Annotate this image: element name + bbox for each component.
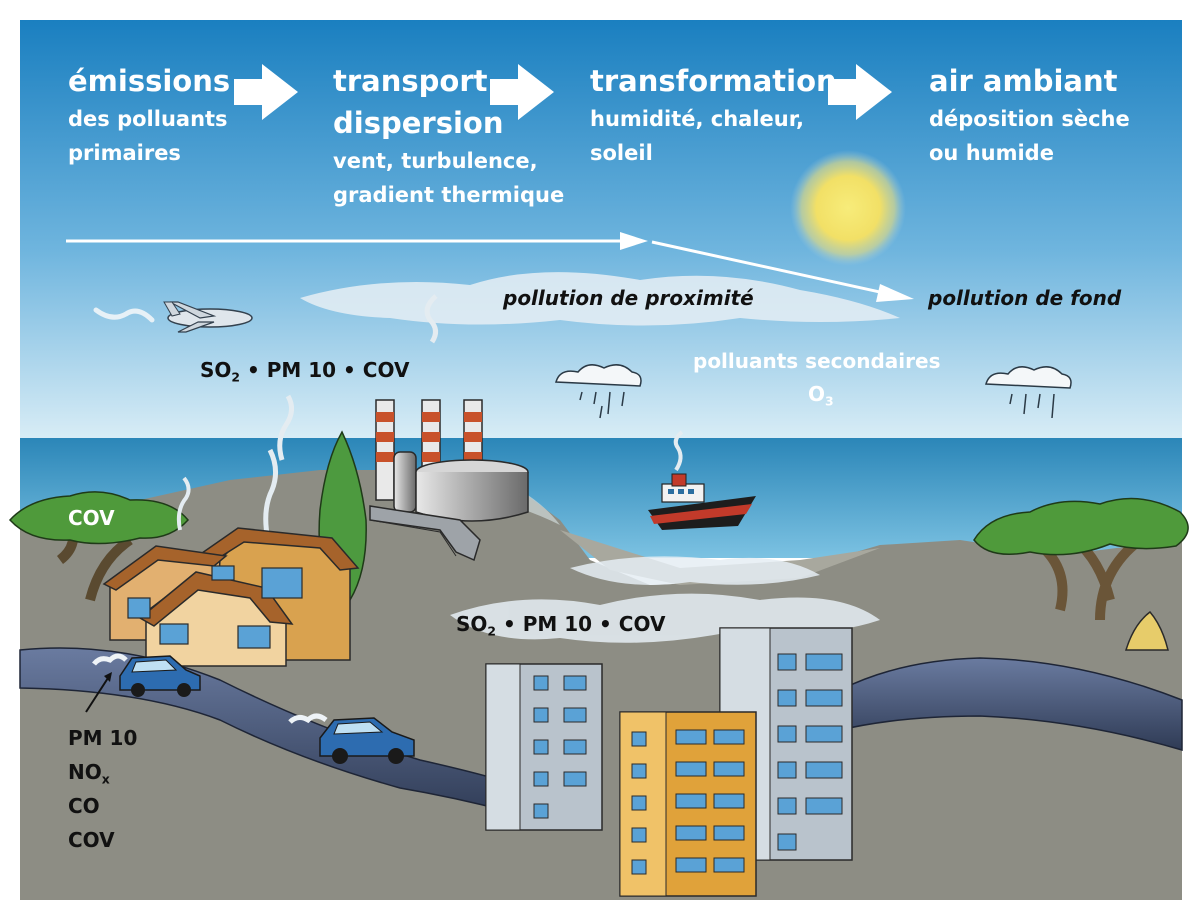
exhaust-pointer bbox=[85, 677, 109, 713]
stage-transport-title: transport bbox=[333, 64, 488, 98]
stage-air-ambiant-title: air ambiant bbox=[929, 64, 1118, 98]
exhaust-pointer-head bbox=[104, 672, 112, 682]
car-icon bbox=[92, 653, 201, 697]
airplane-icon bbox=[163, 301, 253, 333]
label-car-pm10: PM 10 bbox=[68, 726, 138, 750]
label-pollution-proximite: pollution de proximité bbox=[503, 286, 754, 310]
contrail bbox=[93, 307, 155, 323]
stage-transport-sub2: gradient thermique bbox=[333, 183, 565, 207]
stage-transport-sub1: vent, turbulence, bbox=[333, 149, 538, 173]
stage-transformation-title: transformation bbox=[590, 64, 837, 98]
sun bbox=[790, 150, 906, 266]
stage-arrow-3 bbox=[828, 64, 892, 120]
car-icon bbox=[288, 713, 415, 764]
stage-arrow-2 bbox=[490, 64, 554, 120]
building-orange bbox=[619, 711, 757, 897]
label-car-nox: NOx bbox=[68, 760, 110, 787]
label-city-pollutants: SO2 • PM 10 • COV bbox=[456, 612, 666, 639]
label-ozone: O3 bbox=[808, 382, 834, 409]
tree-icon bbox=[8, 491, 189, 602]
factory bbox=[277, 294, 529, 562]
building-grey-left bbox=[485, 663, 603, 831]
ship-icon bbox=[648, 430, 756, 530]
background-arrow-head bbox=[876, 284, 914, 302]
stage-transformation-sub1: humidité, chaleur, bbox=[590, 107, 804, 131]
label-polluants-secondaires: polluants secondaires bbox=[693, 349, 941, 373]
rain-cloud-icon bbox=[555, 364, 642, 419]
stage-transformation-sub2: soleil bbox=[590, 141, 653, 165]
transport-arrow-head bbox=[620, 232, 648, 250]
stage-emissions-sub2: primaires bbox=[68, 141, 181, 165]
stage-transport-title2: dispersion bbox=[333, 106, 504, 140]
label-car-co: CO bbox=[68, 794, 100, 818]
plant-icon bbox=[1124, 610, 1169, 651]
road-right bbox=[839, 657, 1183, 752]
label-car-cov: COV bbox=[68, 828, 115, 852]
rain-cloud-icon bbox=[985, 366, 1072, 419]
tree-icon bbox=[973, 497, 1189, 621]
houses bbox=[102, 448, 360, 667]
chimney bbox=[375, 399, 395, 501]
stage-emissions-sub1: des polluants bbox=[68, 107, 228, 131]
stage-arrow-1 bbox=[234, 64, 298, 120]
background-arrow-line bbox=[651, 240, 899, 298]
stage-air-ambiant-sub1: déposition sèche bbox=[929, 107, 1130, 131]
stage-emissions-title: émissions bbox=[68, 64, 231, 98]
label-trees-cov: COV bbox=[68, 506, 115, 530]
label-pollution-fond: pollution de fond bbox=[928, 286, 1122, 310]
stage-air-ambiant-sub2: ou humide bbox=[929, 141, 1054, 165]
label-factory-pollutants: SO2 • PM 10 • COV bbox=[200, 358, 410, 385]
